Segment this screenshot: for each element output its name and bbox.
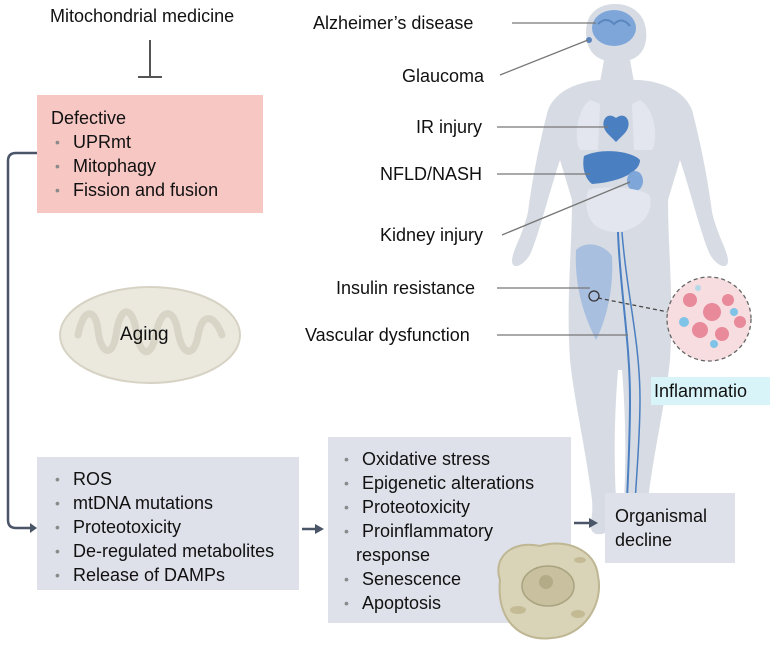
defective-box: Defective UPRmt Mitophagy Fission and fu…	[37, 95, 263, 213]
inflammation-label: Inflammatio	[651, 377, 770, 405]
zoom-circle-icon	[588, 290, 600, 302]
list-item: UPRmt	[51, 130, 263, 154]
list-item: Release of DAMPs	[51, 563, 299, 587]
defective-list: UPRmt Mitophagy Fission and fusion	[51, 130, 263, 202]
list-item: Proteotoxicity	[340, 495, 571, 519]
outcome-line-1: Organismal	[615, 506, 708, 526]
list-item-continuation: response	[356, 545, 431, 565]
flow-arrow-2	[574, 518, 598, 528]
list-item: Epigenetic alterations	[340, 471, 571, 495]
disease-label-kidney: Kidney injury	[380, 225, 484, 245]
outcome-line-2: decline	[615, 530, 673, 550]
disease-label-ir-injury: IR injury	[416, 117, 483, 137]
list-item: ROS	[51, 467, 299, 491]
list-item: Oxidative stress	[340, 447, 571, 471]
ros-box: ROS mtDNA mutations Proteotoxicity De-re…	[37, 457, 299, 590]
leader-lines	[497, 22, 669, 336]
disease-label-insulin: Insulin resistance	[336, 278, 476, 298]
list-item: Senescence	[340, 567, 571, 591]
list-item: mtDNA mutations	[51, 491, 299, 515]
disease-label-vascular: Vascular dysfunction	[305, 325, 470, 345]
list-item: De-regulated metabolites	[51, 539, 299, 563]
stress-box: Oxidative stress Epigenetic alterations …	[328, 437, 571, 623]
inflammation-tissue-icon	[666, 276, 752, 362]
inhibition-connector	[138, 40, 162, 78]
ros-list: ROS mtDNA mutations Proteotoxicity De-re…	[51, 467, 299, 587]
list-item: Mitophagy	[51, 154, 263, 178]
disease-label-alzheimers: Alzheimer’s disease	[313, 13, 474, 33]
list-item: Fission and fusion	[51, 178, 263, 202]
mitochondrial-medicine-label: Mitochondrial medicine	[50, 6, 235, 26]
defective-title: Defective	[51, 108, 127, 128]
list-item: Proteotoxicity	[51, 515, 299, 539]
left-bracket-arrow	[6, 151, 37, 533]
list-item: Proinflammatory	[340, 519, 571, 543]
stress-list: Oxidative stress Epigenetic alterations …	[340, 447, 571, 615]
disease-label-glaucoma: Glaucoma	[402, 66, 485, 86]
list-item: Apoptosis	[340, 591, 571, 615]
outcome-box: Organismal decline	[605, 493, 735, 563]
mitochondrion-icon	[59, 286, 241, 384]
disease-label-nfld: NFLD/NASH	[380, 164, 483, 184]
human-body-illustration	[512, 4, 728, 535]
aging-label: Aging	[120, 324, 169, 345]
flow-arrow-1	[302, 524, 324, 534]
